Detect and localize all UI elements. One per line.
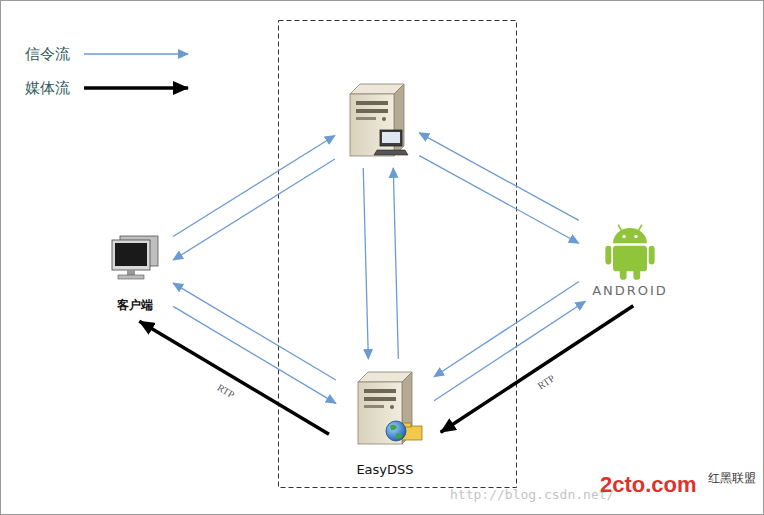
- legend-text: 媒体流: [25, 79, 70, 98]
- signal-flow-arrow: [173, 135, 335, 236]
- legend-entry: 媒体流: [25, 78, 202, 98]
- server-icon: [358, 372, 422, 444]
- legend-entry: 信令流: [25, 44, 202, 64]
- legend-text: 信令流: [25, 45, 70, 64]
- server-icon: [350, 84, 408, 156]
- signal-flow-arrow: [363, 168, 368, 359]
- legend-line: [84, 86, 188, 90]
- legend-swatch: [82, 44, 202, 64]
- node-label: EasyDSS: [356, 462, 413, 477]
- signal-flow-arrow: [173, 283, 336, 380]
- node-label: ANDROID: [592, 283, 668, 298]
- server-group-region: [279, 21, 517, 488]
- media-flow-arrow: [441, 306, 634, 433]
- signal-flow-arrow: [393, 168, 398, 359]
- protocol-label: RTP: [534, 372, 558, 393]
- server-node: EasyDSS: [341, 365, 429, 477]
- server-node: [340, 80, 414, 162]
- android-node: ANDROID: [584, 222, 676, 298]
- client-node: 客户端: [102, 230, 168, 314]
- android-logo: [605, 225, 654, 280]
- watermark-logo: 2cto.com: [600, 472, 697, 498]
- signal-flow-arrow: [434, 282, 579, 377]
- legend-line: [84, 53, 188, 54]
- computer-icon: [112, 236, 158, 279]
- watermark-logo: 红黑联盟: [708, 470, 756, 487]
- protocol-label: RTP: [214, 381, 238, 402]
- watermark-url: http://blog.csdn.net/: [450, 487, 614, 502]
- media-flow-arrow: [139, 321, 329, 434]
- signal-flow-arrow: [419, 156, 578, 244]
- legend-swatch: [82, 78, 202, 98]
- signal-flow-arrow: [419, 133, 578, 221]
- signal-flow-arrow: [173, 159, 335, 260]
- node-label: 客户端: [117, 297, 153, 314]
